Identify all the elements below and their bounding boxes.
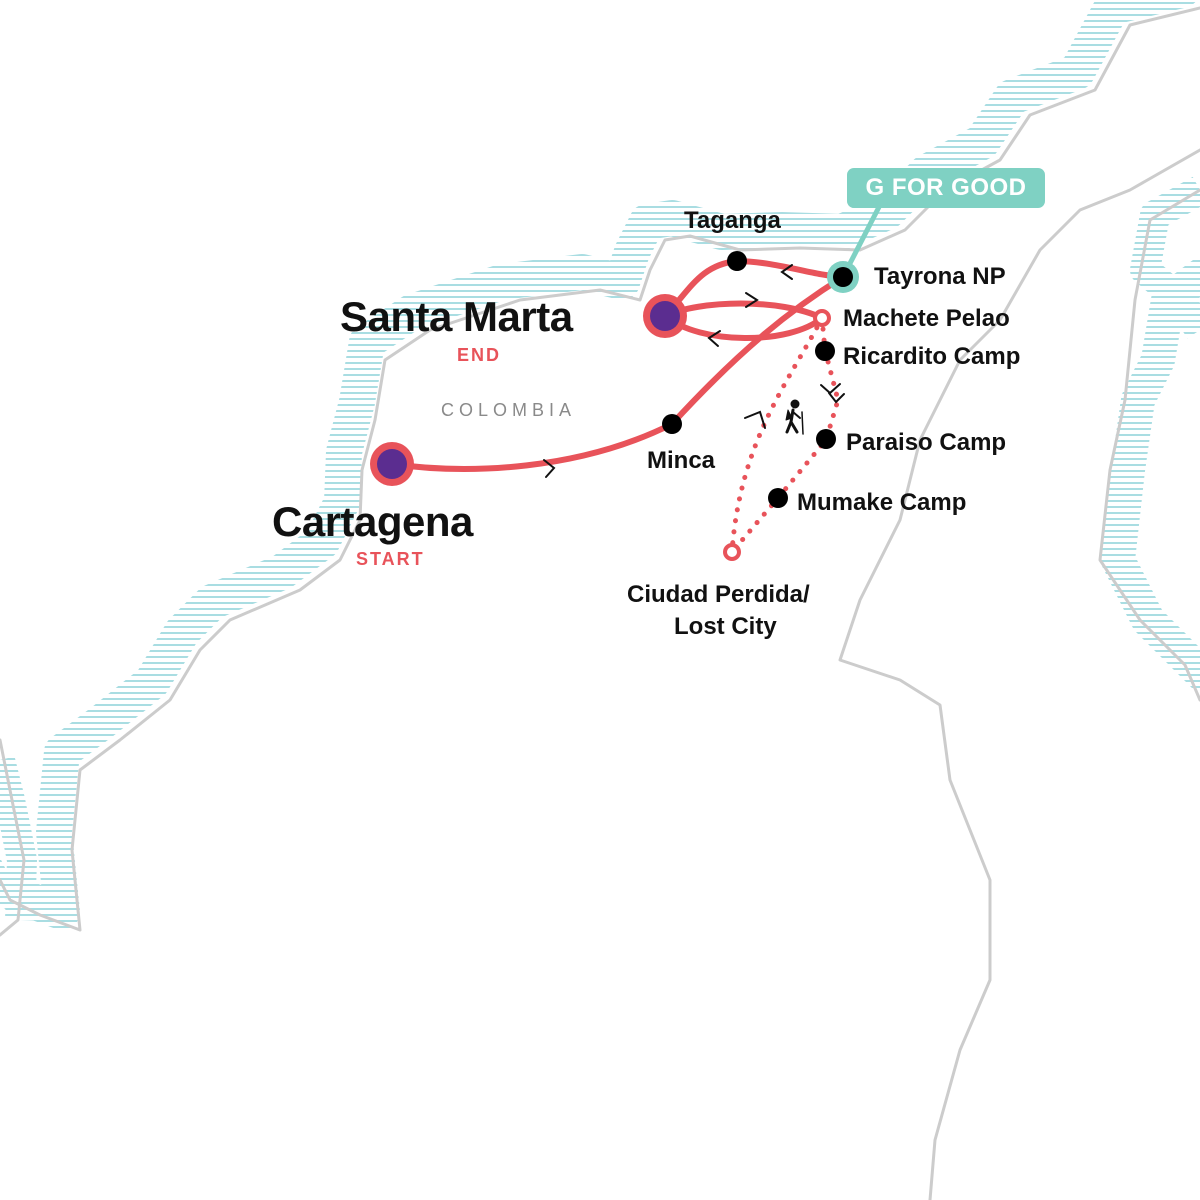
label-paraiso: Paraiso Camp	[846, 429, 1007, 456]
stop-marker-minca[interactable]	[662, 414, 682, 434]
route-trek	[729, 315, 841, 555]
tag-start: START	[356, 549, 425, 569]
stop-marker-paraiso[interactable]	[816, 429, 836, 449]
stop-marker-ricardito[interactable]	[815, 341, 835, 361]
stop-marker-tayrona[interactable]	[827, 203, 883, 293]
label-machete-pelao: Machete Pelao	[843, 305, 1010, 332]
label-ciudad-perdida: Ciudad Perdida/	[627, 581, 810, 608]
stop-marker-taganga[interactable]	[727, 251, 747, 271]
stop-marker-mumake[interactable]	[768, 488, 788, 508]
label-santa-marta: Santa Marta	[340, 293, 573, 340]
stop-marker-machete-pelao[interactable]	[813, 309, 831, 327]
label-lost-city: Lost City	[674, 613, 777, 640]
g-for-good-badge[interactable]: G FOR GOOD	[847, 168, 1045, 208]
label-ricardito: Ricardito Camp	[843, 343, 1021, 370]
label-cartagena: Cartagena	[272, 498, 473, 545]
sea-hatching	[0, 0, 1200, 930]
tag-end: END	[457, 345, 502, 365]
label-taganga: Taganga	[684, 207, 781, 234]
label-mumake: Mumake Camp	[797, 489, 967, 516]
stop-marker-cartagena[interactable]	[370, 442, 414, 486]
stop-marker-santa-marta[interactable]	[643, 294, 687, 338]
label-tayrona: Tayrona NP	[874, 263, 1006, 290]
hiker-icon	[785, 399, 804, 435]
label-minca: Minca	[647, 447, 716, 474]
direction-arrow-icon	[543, 264, 845, 478]
stop-marker-ciudad-perdida[interactable]	[723, 543, 741, 561]
country-label: COLOMBIA	[441, 400, 577, 420]
